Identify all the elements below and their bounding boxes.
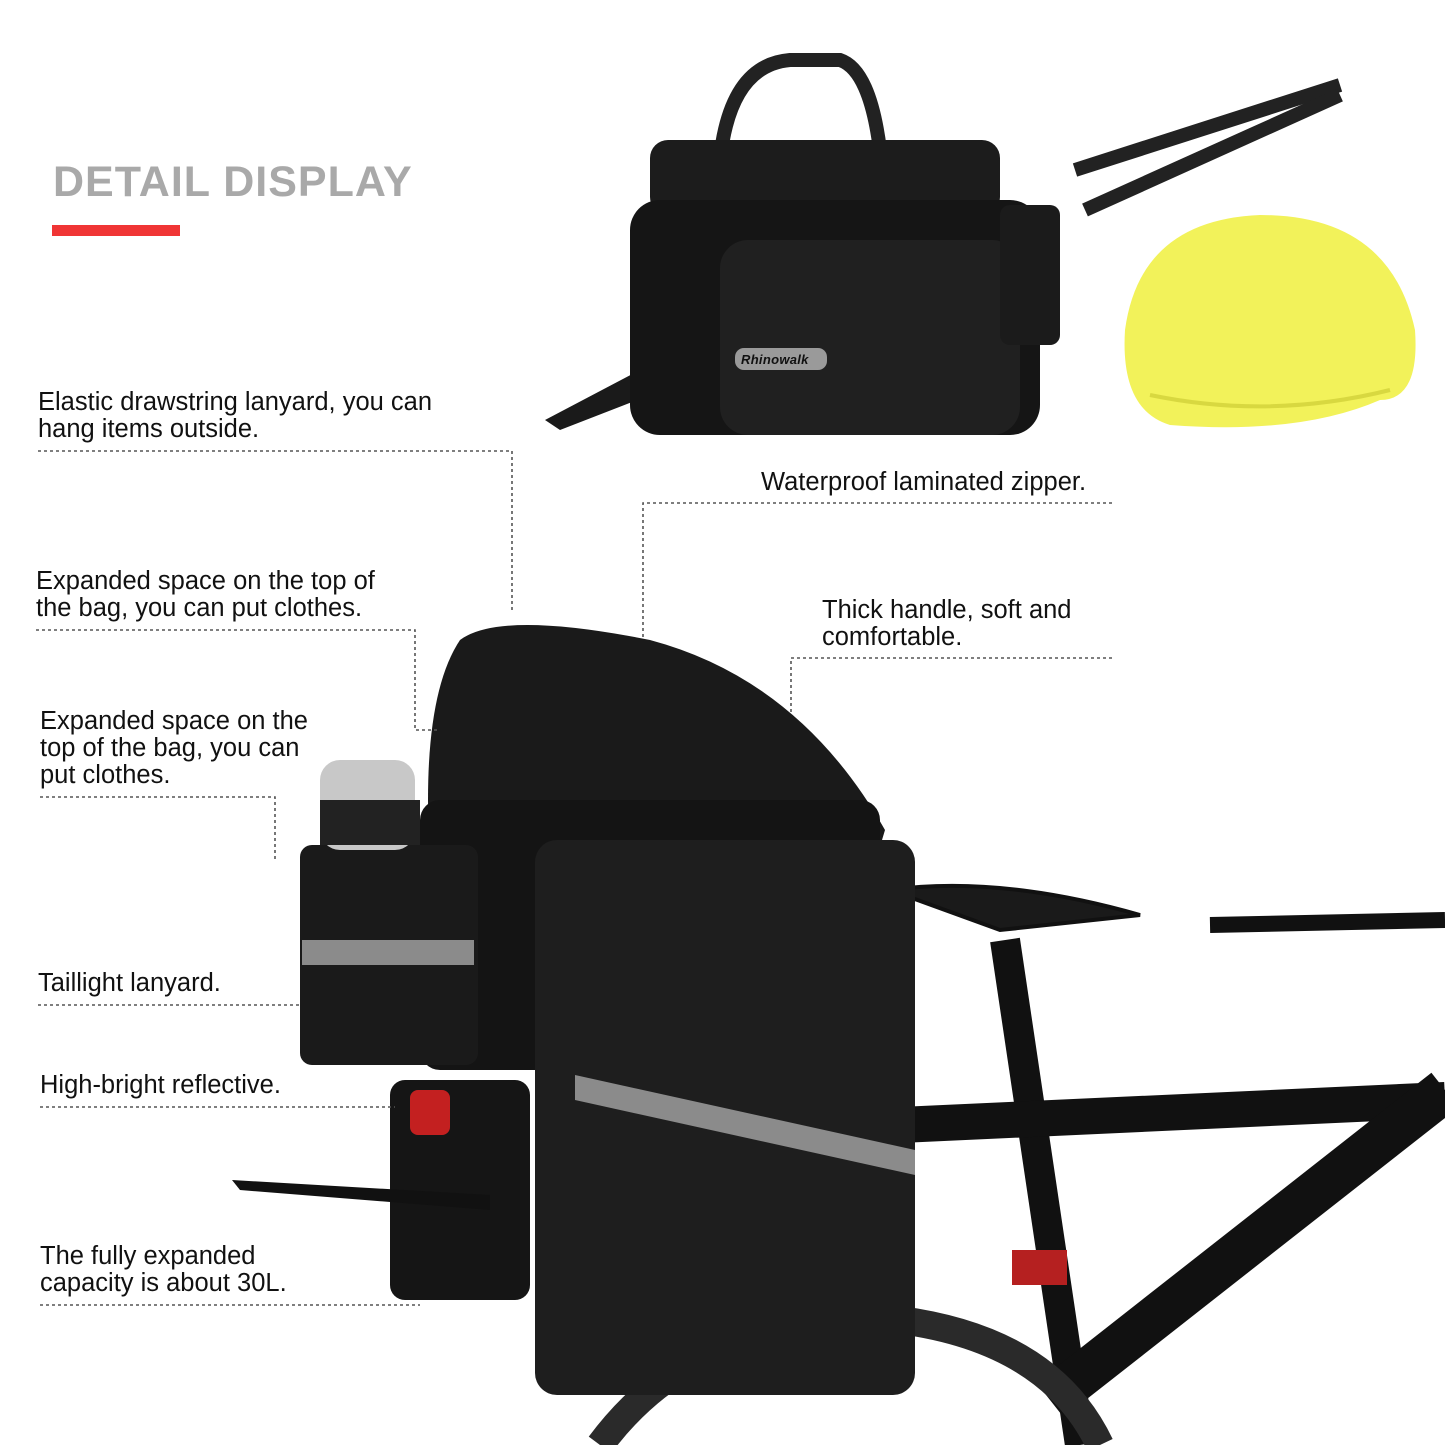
callout-capacity: The fully expanded capacity is about 30L… [40, 1242, 287, 1297]
brand-logo-text: Rhinowalk [741, 352, 809, 367]
shoulder-strap-image [1072, 78, 1343, 217]
callout-drawstring-lanyard: Elastic drawstring lanyard, you can hang… [38, 388, 433, 443]
callout-reflective: High-bright reflective. [40, 1071, 281, 1099]
callout-leader-lines [36, 450, 1112, 1306]
rack-bag-image [232, 625, 915, 1395]
title-accent-bar [52, 225, 180, 236]
page-title: DETAIL DISPLAY [53, 158, 413, 206]
callout-expanded-space-side: Expanded space on the top of the bag, yo… [40, 707, 308, 789]
callout-taillight-lanyard: Taillight lanyard. [38, 969, 221, 997]
callout-waterproof-zipper: Waterproof laminated zipper. [761, 468, 1087, 496]
callout-thick-handle: Thick handle, soft and comfortable. [822, 596, 1072, 651]
trunk-bag-image [545, 53, 1060, 435]
callout-expanded-space-top: Expanded space on the top of the bag, yo… [36, 567, 375, 622]
rain-cover-image [1124, 215, 1416, 428]
